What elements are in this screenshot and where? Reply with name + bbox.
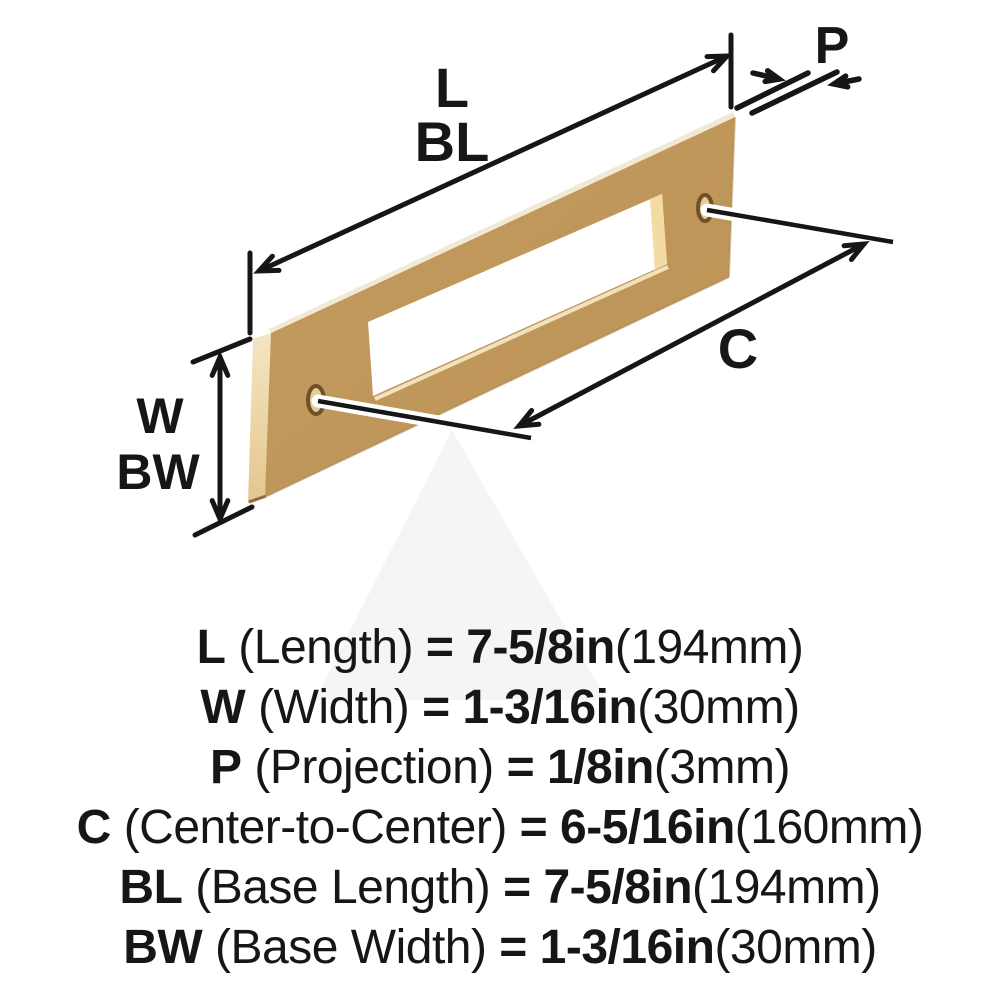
cutout-bottom-highlight bbox=[374, 265, 669, 401]
center-arrowhead-lower bbox=[513, 408, 542, 429]
legend-metric: (194mm) bbox=[692, 861, 881, 914]
backplate-cutout bbox=[368, 194, 667, 396]
legend-code: L bbox=[196, 621, 226, 674]
legend-desc: (Base Width) bbox=[215, 921, 487, 974]
legend-code: BW bbox=[123, 921, 203, 974]
legend-value: 6-5/16in bbox=[560, 801, 735, 854]
leader-left bbox=[317, 398, 532, 441]
legend-row-center-to-center: C (Center-to-Center) = 6-5/16in(160mm) bbox=[0, 798, 1000, 858]
legend-value: 7-5/8in bbox=[466, 621, 615, 674]
legend-code: W bbox=[200, 681, 246, 734]
cutout-inner-right-face bbox=[650, 194, 667, 270]
dimension-width bbox=[190, 336, 255, 538]
backplate-left-edge-bottom-shade bbox=[248, 494, 267, 504]
label-projection: P bbox=[815, 17, 850, 75]
length-arrowhead-right bbox=[704, 53, 733, 74]
legend-metric: (160mm) bbox=[734, 801, 924, 854]
legend-equals: = bbox=[503, 861, 531, 914]
legend-value: 1-3/16in bbox=[539, 921, 715, 974]
backplate-top-edge-highlight bbox=[269, 112, 735, 333]
hole-leader-lines bbox=[311, 203, 900, 445]
legend-row-length: L (Length) = 7-5/8in(194mm) bbox=[0, 618, 1000, 678]
legend-metric: (30mm) bbox=[714, 921, 877, 974]
legend-desc: (Base Length) bbox=[195, 861, 491, 914]
legend-equals: = bbox=[422, 681, 450, 734]
legend-code: P bbox=[209, 741, 242, 794]
legend-row-base-length: BL (Base Length) = 7-5/8in(194mm) bbox=[0, 858, 1000, 918]
width-arrowhead-top bbox=[209, 350, 231, 378]
legend-desc: (Width) bbox=[258, 681, 410, 734]
legend-value: 1-3/16in bbox=[462, 681, 638, 734]
center-dimension-line bbox=[516, 241, 867, 429]
legend-desc: (Center-to-Center) bbox=[123, 801, 508, 854]
label-center-to-center: C bbox=[718, 317, 758, 380]
width-tick-bottom bbox=[192, 504, 255, 538]
projection-tick-back bbox=[749, 69, 840, 116]
label-base-width: BW bbox=[116, 444, 200, 500]
legend-row-projection: P (Projection) = 1/8in(3mm) bbox=[0, 738, 1000, 798]
legend-equals: = bbox=[506, 741, 535, 794]
width-tick-top bbox=[190, 336, 253, 365]
legend-metric: (3mm) bbox=[653, 741, 791, 794]
dimension-center-to-center bbox=[513, 241, 870, 429]
length-dimension-line bbox=[256, 53, 730, 274]
dimension-length bbox=[247, 32, 734, 336]
legend-value: 1/8in bbox=[546, 741, 654, 794]
legend-desc: (Length) bbox=[238, 621, 414, 674]
backplate-left-edge-face bbox=[248, 333, 271, 503]
watermark-triangle bbox=[315, 430, 607, 700]
width-arrowhead-bottom bbox=[209, 498, 231, 526]
label-base-length: BL bbox=[415, 110, 490, 173]
label-width: W bbox=[136, 388, 184, 444]
legend-equals: = bbox=[519, 801, 548, 854]
legend-metric: (30mm) bbox=[637, 681, 800, 734]
label-length: L bbox=[435, 56, 469, 119]
center-arrowhead-upper bbox=[841, 241, 870, 262]
legend-value: 7-5/8in bbox=[543, 861, 693, 914]
legend-row-base-width: BW (Base Width) = 1-3/16in(30mm) bbox=[0, 918, 1000, 978]
legend-equals: = bbox=[499, 921, 527, 974]
length-arrowhead-left bbox=[253, 253, 282, 274]
leader-right bbox=[706, 207, 894, 245]
projection-arrowhead-right bbox=[827, 73, 851, 90]
legend-metric: (194mm) bbox=[614, 621, 804, 674]
legend-code: BL bbox=[119, 861, 183, 914]
projection-arrowhead-left bbox=[762, 68, 786, 85]
dimension-projection bbox=[734, 68, 862, 116]
backplate bbox=[248, 112, 736, 504]
backplate-bottom-edge-shade bbox=[264, 276, 730, 498]
legend-equals: = bbox=[425, 621, 454, 674]
projection-tick-front bbox=[734, 70, 811, 111]
legend-code: C bbox=[76, 801, 112, 854]
legend-desc: (Projection) bbox=[254, 741, 494, 794]
legend-row-width: W (Width) = 1-3/16in(30mm) bbox=[0, 678, 1000, 738]
backplate-right-edge-shade bbox=[728, 116, 736, 278]
